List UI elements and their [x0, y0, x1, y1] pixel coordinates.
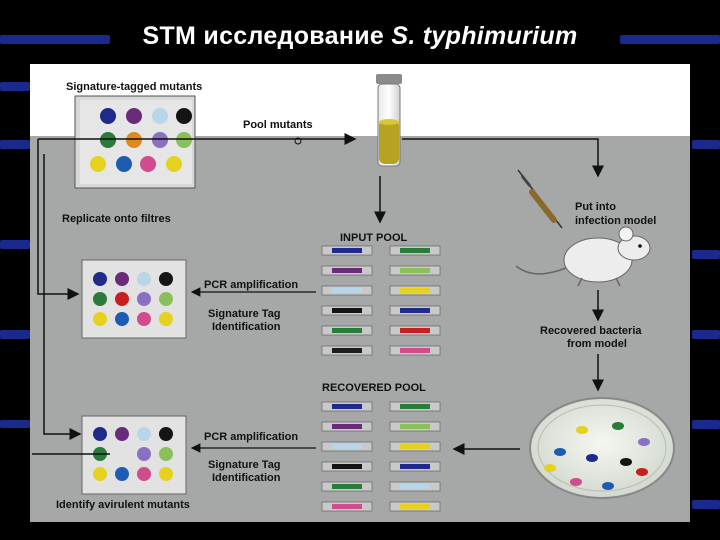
label-recovered-bacteria: Recovered bacteria: [540, 325, 642, 337]
decor-stripe: [0, 330, 30, 339]
label-signature-tagged-mutants: Signature-tagged mutants: [66, 81, 202, 93]
arrow-replicate-2: [43, 154, 82, 440]
filter-plate-1: [81, 259, 187, 339]
label-identify-avirulent: Identify avirulent mutants: [56, 499, 190, 511]
decor-stripe: [0, 35, 110, 44]
decor-stripe: [620, 35, 720, 44]
arrow-to-infection: [402, 138, 604, 178]
input-pool-bands: [321, 245, 441, 356]
syringe-icon: [517, 169, 563, 229]
petri-dish-icon: [529, 397, 675, 499]
mutant-plate-top: [74, 95, 196, 189]
decor-stripe: [692, 500, 720, 509]
mouse-icon: [515, 226, 651, 287]
decor-stripe: [692, 330, 720, 339]
tube-icon: [376, 74, 402, 167]
label-recovered-pool: RECOVERED POOL: [322, 382, 426, 394]
label-identification-1: Identification: [212, 321, 281, 333]
arrow-replicate-1: [37, 139, 80, 300]
label-pcr-amplification-1: PCR amplification: [204, 279, 298, 291]
decor-stripe: [0, 240, 30, 249]
label-put-into: Put into: [575, 201, 616, 213]
decor-stripe: [0, 140, 30, 149]
decor-stripe: [692, 420, 720, 429]
label-pool-mutants: Pool mutants: [243, 119, 313, 131]
stm-diagram: Signature-tagged mutants Pool mutants Re…: [32, 74, 675, 512]
decor-stripe: [692, 250, 720, 259]
diagram-panel: Signature-tagged mutants Pool mutants Re…: [30, 64, 690, 522]
label-identification-2: Identification: [212, 472, 281, 484]
slide-title-species: S. typhimurium: [391, 22, 578, 50]
decor-stripe: [0, 420, 30, 428]
slide-title-main: STM исследование: [142, 22, 392, 50]
label-pcr-amplification-2: PCR amplification: [204, 431, 298, 443]
decor-stripe: [0, 82, 30, 91]
label-signature-tag-1: Signature Tag: [208, 308, 281, 320]
recovered-pool-bands: [321, 401, 441, 512]
decor-stripe: [692, 140, 720, 149]
label-replicate-onto-filtres: Replicate onto filtres: [62, 213, 171, 225]
label-infection-model: infection model: [575, 215, 656, 227]
label-signature-tag-2: Signature Tag: [208, 459, 281, 471]
label-from-model: from model: [567, 338, 627, 350]
slide-title: STM исследование S. typhimurium: [0, 22, 720, 51]
label-input-pool: INPUT POOL: [340, 232, 408, 244]
filter-plate-2: [81, 415, 187, 495]
